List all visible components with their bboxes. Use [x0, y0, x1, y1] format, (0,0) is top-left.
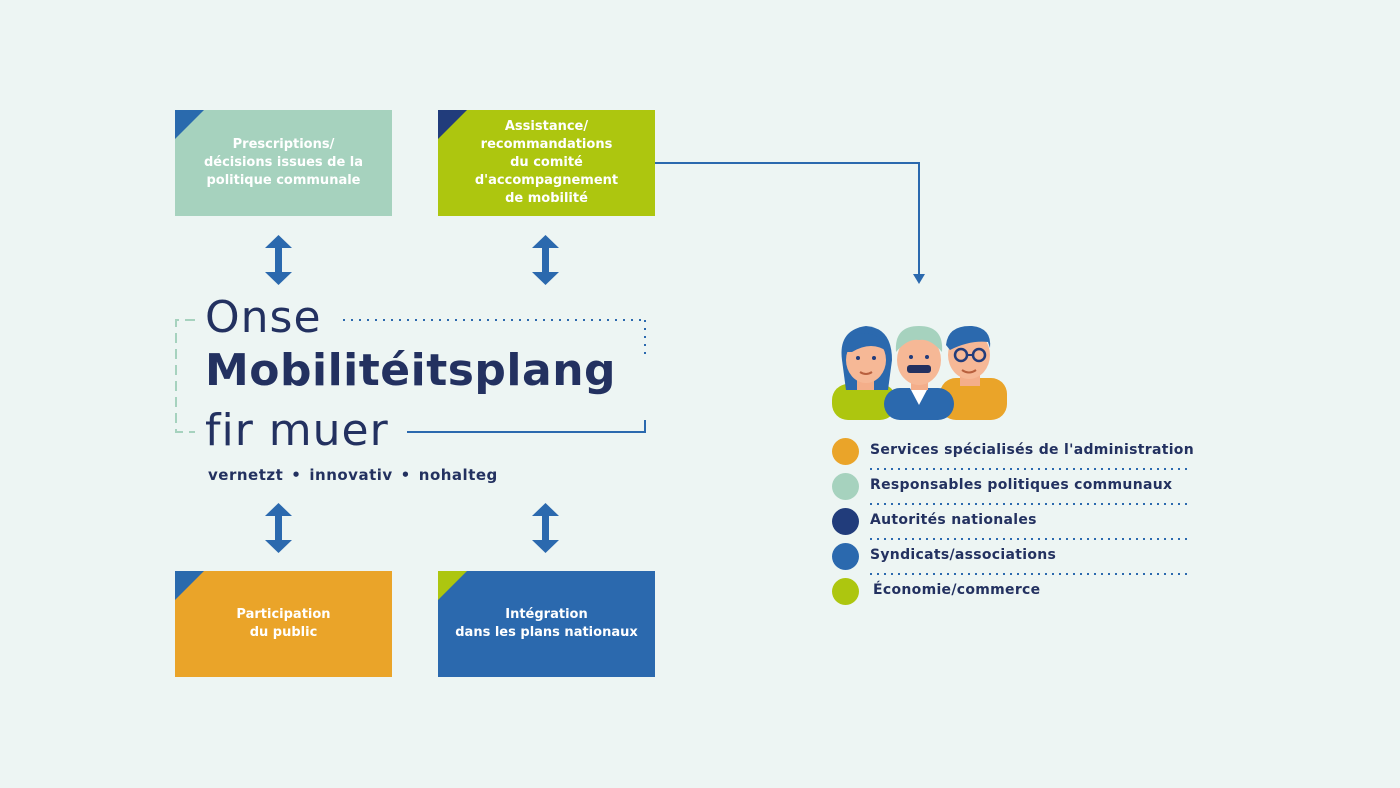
corner-fold-icon [438, 110, 467, 139]
legend-label: Autorités nationales [870, 512, 1037, 528]
corner-fold-icon [438, 571, 467, 600]
legend-item: Autorités nationales [832, 508, 1192, 536]
legend-color-dot [832, 508, 859, 535]
double-arrow-icon [532, 235, 559, 285]
title-line-2: Mobilitéitsplang [205, 345, 617, 396]
prescriptions-box: Prescriptions/ décisions issues de la po… [175, 110, 392, 216]
tagline-word: nohalteg [418, 466, 498, 484]
prescriptions-label: Prescriptions/ décisions issues de la po… [203, 137, 364, 188]
corner-fold-icon [175, 110, 204, 139]
connector-arrow [655, 162, 925, 284]
legend-item: Services spécialisés de l'administration [832, 438, 1194, 466]
title-line-3: fir muer [205, 405, 389, 456]
legend-color-dot [832, 543, 859, 570]
double-arrow-icon [265, 235, 292, 285]
legend-label: Syndicats/associations [870, 547, 1057, 563]
legend-item: Économie/commerce [832, 578, 1192, 606]
assistance-label: Assistance/ recommandations du comité d'… [474, 119, 619, 206]
tagline-word: innovativ [309, 466, 393, 484]
assistance-box: Assistance/ recommandations du comité d'… [438, 110, 655, 216]
tagline-separator: • [400, 466, 411, 484]
legend-color-dot [832, 473, 859, 500]
tagline: vernetzt • innovativ • nohalteg [208, 466, 498, 484]
legend-color-dot [832, 438, 859, 465]
corner-fold-icon [175, 571, 204, 600]
legend-label: Économie/commerce [873, 582, 1041, 598]
integration-box: Intégration dans les plans nationaux [438, 571, 655, 677]
title-line-1: Onse [205, 292, 322, 343]
participation-box: Participation du public [175, 571, 392, 677]
integration-label: Intégration dans les plans nationaux [455, 607, 638, 640]
tagline-separator: • [291, 466, 302, 484]
people-group-icon [832, 325, 1007, 420]
legend-color-dot [832, 578, 859, 605]
legend-label: Services spécialisés de l'administration [870, 442, 1194, 458]
double-arrow-icon [265, 503, 292, 553]
title-frame [175, 319, 646, 433]
legend-item: Syndicats/associations [832, 543, 1192, 571]
double-arrow-icon [532, 503, 559, 553]
tagline-word: vernetzt [208, 466, 284, 484]
participation-label: Participation du public [236, 607, 331, 640]
legend-label: Responsables politiques communaux [870, 477, 1173, 493]
legend-item: Responsables politiques communaux [832, 473, 1192, 501]
